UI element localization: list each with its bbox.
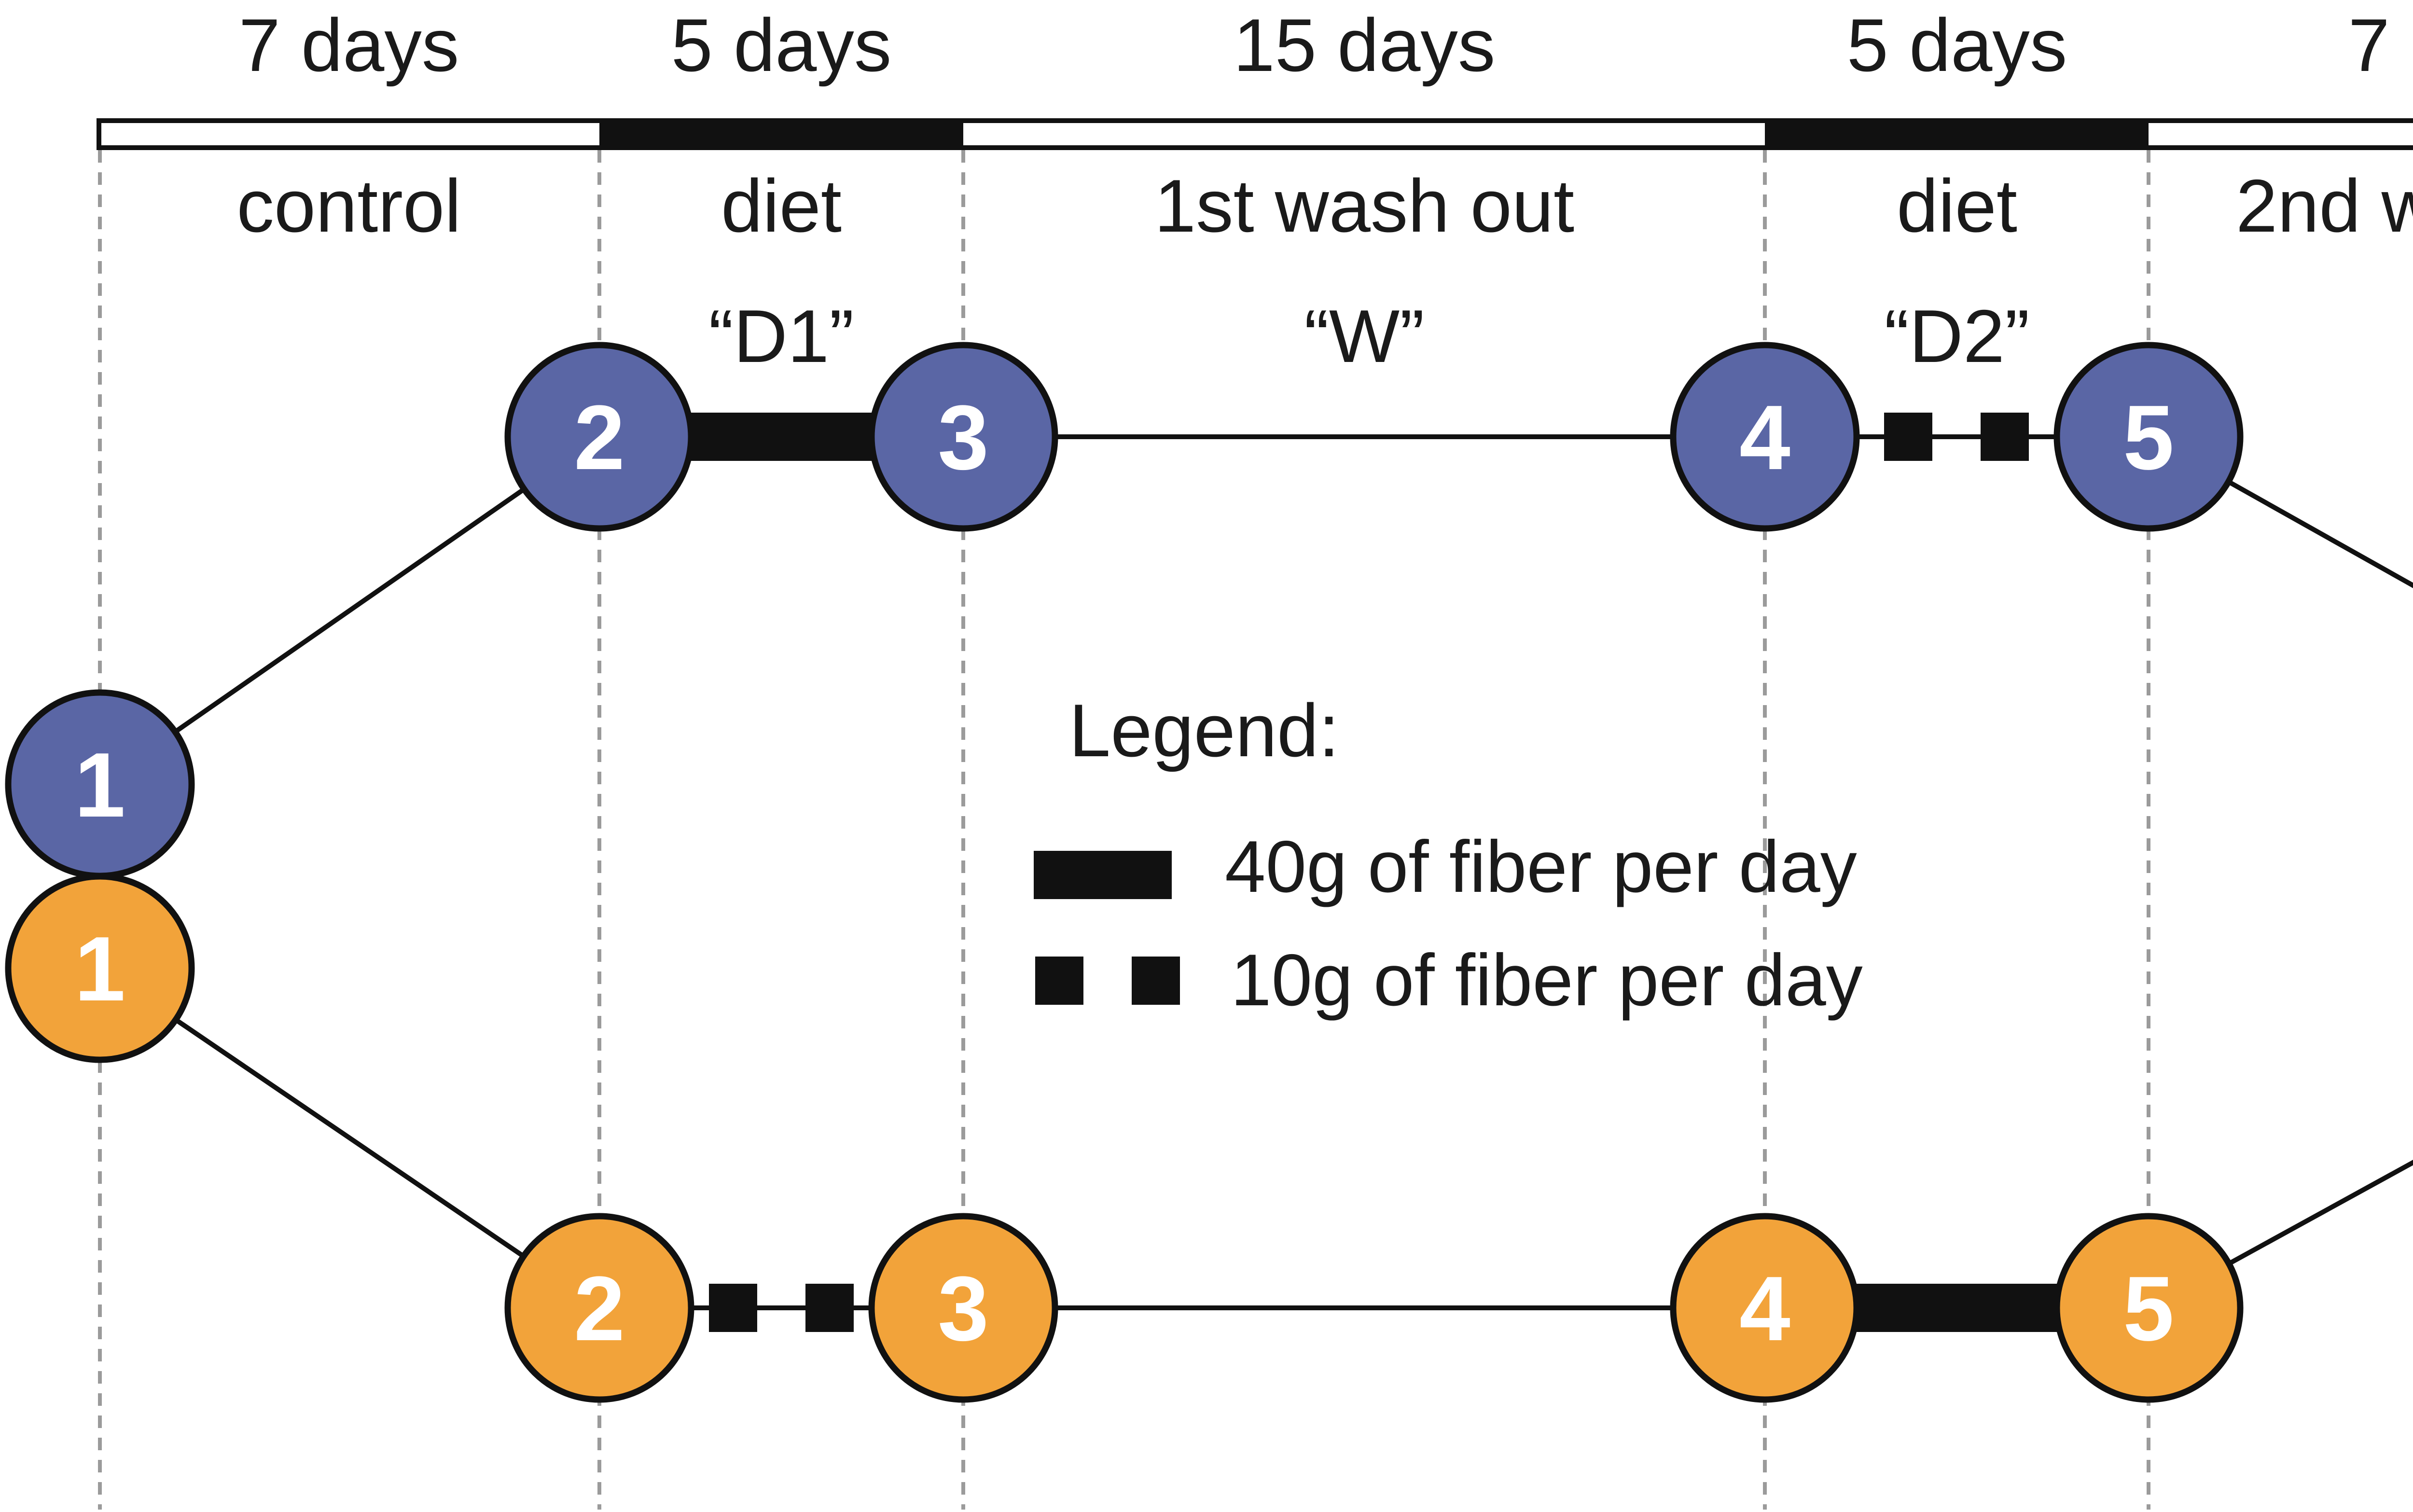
orange-arm-circles bbox=[5, 873, 2244, 1403]
phase-label-diet2: diet bbox=[1897, 164, 2017, 248]
code-label-d2: “D2” bbox=[1884, 294, 2029, 378]
blue-arm-circles bbox=[5, 342, 2244, 879]
phase-label-control: control bbox=[236, 164, 461, 248]
orange-visit-circle-3 bbox=[868, 1213, 1058, 1403]
period-code-labels: “D1” “W” “D2” bbox=[708, 294, 2029, 378]
blue-visit-number-4: 4 bbox=[1739, 387, 1790, 489]
blue-edge-1-2 bbox=[98, 434, 601, 787]
blue-edge-5-6 bbox=[2147, 434, 2413, 588]
dose-square bbox=[1884, 413, 1932, 461]
duration-label-washout2: 7 days bbox=[2348, 3, 2413, 87]
blue-visit-number-2: 2 bbox=[574, 387, 625, 489]
legend-10g-label: 10g of fiber per day bbox=[1231, 939, 1863, 1021]
legend-dose-square bbox=[1132, 957, 1180, 1005]
phase-label-washout1: 1st wash out bbox=[1154, 164, 1574, 248]
blue-visit-number-3: 3 bbox=[938, 387, 989, 489]
duration-labels: 7 days 5 days 15 days 5 days 7 days bbox=[239, 3, 2413, 87]
phase-label-washout2: 2nd wash out bbox=[2236, 164, 2413, 248]
orange-visit-circle-1 bbox=[5, 873, 195, 1063]
blue-10g-dose-squares bbox=[1884, 413, 2029, 461]
legend-dose-square bbox=[1035, 957, 1083, 1005]
legend-40g-label: 40g of fiber per day bbox=[1225, 826, 1857, 908]
dose-square bbox=[709, 1284, 757, 1332]
blue-arm-numbers: 1 2 3 4 5 6 bbox=[74, 387, 2174, 836]
phase-label-diet1: diet bbox=[721, 164, 842, 248]
timeline-diet2-segment bbox=[1765, 118, 2149, 150]
legend-10g-swatch bbox=[1035, 957, 1180, 1005]
duration-label-diet1: 5 days bbox=[671, 3, 892, 87]
orange-visit-circle-5 bbox=[2053, 1213, 2244, 1403]
orange-visit-number-2: 2 bbox=[574, 1258, 625, 1360]
orange-visit-circle-4 bbox=[1670, 1213, 1860, 1403]
orange-10g-dose-squares bbox=[709, 1284, 854, 1332]
duration-label-washout1: 15 days bbox=[1234, 3, 1496, 87]
legend-40g-swatch bbox=[1034, 851, 1172, 899]
orange-visit-number-5: 5 bbox=[2123, 1258, 2174, 1360]
blue-visit-circle-5 bbox=[2053, 342, 2244, 532]
code-label-w: “W” bbox=[1304, 294, 1425, 378]
timeline-diet1-segment bbox=[599, 118, 963, 150]
dose-square bbox=[1981, 413, 2029, 461]
legend-title: Legend: bbox=[1069, 689, 1339, 772]
code-label-d1: “D1” bbox=[708, 294, 854, 378]
dose-square bbox=[805, 1284, 854, 1332]
orange-edge-5-6 bbox=[2147, 1160, 2413, 1310]
orange-edge-1-2 bbox=[98, 966, 601, 1310]
orange-arm-numbers: 1 2 3 4 5 6 bbox=[74, 918, 2174, 1360]
blue-visit-number-1: 1 bbox=[74, 734, 125, 836]
phase-labels: control diet 1st wash out diet 2nd wash … bbox=[236, 164, 2413, 248]
orange-visit-circle-2 bbox=[504, 1213, 694, 1403]
blue-visit-circle-2 bbox=[504, 342, 694, 532]
orange-visit-number-4: 4 bbox=[1739, 1258, 1790, 1360]
duration-label-diet2: 5 days bbox=[1847, 3, 2067, 87]
blue-visit-circle-4 bbox=[1670, 342, 1860, 532]
blue-visit-number-5: 5 bbox=[2123, 387, 2174, 489]
orange-visit-number-3: 3 bbox=[938, 1258, 989, 1360]
legend: Legend: 40g of fiber per day 10g of fibe… bbox=[1034, 689, 1863, 1021]
duration-label-control: 7 days bbox=[239, 3, 459, 87]
blue-visit-circle-3 bbox=[868, 342, 1058, 532]
orange-visit-number-1: 1 bbox=[74, 918, 125, 1020]
